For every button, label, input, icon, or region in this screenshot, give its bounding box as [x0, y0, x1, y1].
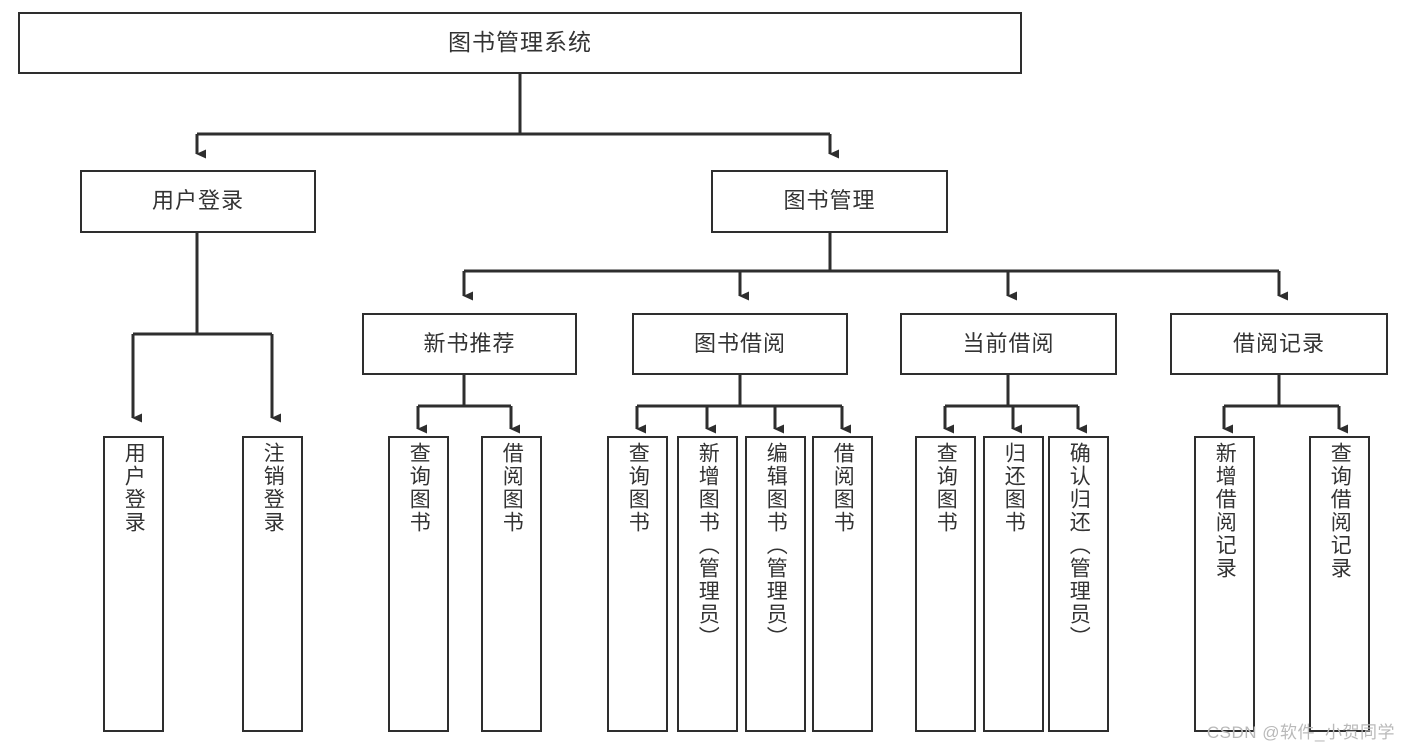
watermark-text: CSDN @软件_小贺同学: [1206, 723, 1395, 742]
node-label: 图书管理: [783, 188, 876, 214]
leaf-current-borrow-query-book[interactable]: 查询图书: [915, 436, 976, 732]
leaf-borrow-record-add-record[interactable]: 新增借阅记录: [1194, 436, 1255, 732]
node-label: 用户登录: [151, 188, 244, 214]
node-label: 用户登录: [122, 442, 146, 534]
leaf-book-borrow-query-book[interactable]: 查询图书: [607, 436, 668, 732]
leaf-current-borrow-return-book[interactable]: 归还图书: [983, 436, 1044, 732]
node-root-book-management-system[interactable]: 图书管理系统: [18, 12, 1022, 74]
leaf-user-login-login[interactable]: 用户登录: [103, 436, 164, 732]
node-label: 借阅图书: [500, 442, 524, 534]
node-label: 查询图书: [626, 442, 650, 534]
node-label: 图书管理系统: [448, 29, 592, 56]
node-label: 注销登录: [261, 442, 285, 534]
node-new-book-recommend[interactable]: 新书推荐: [362, 313, 577, 375]
node-current-borrow[interactable]: 当前借阅: [900, 313, 1117, 375]
node-book-borrow[interactable]: 图书借阅: [632, 313, 848, 375]
leaf-book-borrow-edit-book-admin[interactable]: 编辑图书（管理员）: [745, 436, 806, 732]
node-label: 查询图书: [407, 442, 431, 534]
node-label: 新增借阅记录: [1213, 442, 1237, 580]
node-label: 确认归还（管理员）: [1067, 442, 1091, 649]
node-label: 归还图书: [1002, 442, 1026, 534]
node-label: 查询借阅记录: [1328, 442, 1352, 580]
leaf-book-borrow-add-book-admin[interactable]: 新增图书（管理员）: [677, 436, 738, 732]
node-label: 新增图书（管理员）: [696, 442, 720, 649]
node-label: 编辑图书（管理员）: [764, 442, 788, 649]
leaf-borrow-record-query-record[interactable]: 查询借阅记录: [1309, 436, 1370, 732]
leaf-current-borrow-confirm-return-admin[interactable]: 确认归还（管理员）: [1048, 436, 1109, 732]
node-label: 新书推荐: [423, 330, 516, 356]
node-label: 当前借阅: [962, 330, 1055, 356]
node-label: 借阅记录: [1232, 330, 1325, 356]
leaf-new-book-borrow-book[interactable]: 借阅图书: [481, 436, 542, 732]
node-book-management[interactable]: 图书管理: [711, 170, 948, 233]
leaf-user-login-logout[interactable]: 注销登录: [242, 436, 303, 732]
node-borrow-record[interactable]: 借阅记录: [1170, 313, 1388, 375]
node-user-login[interactable]: 用户登录: [80, 170, 316, 233]
leaf-book-borrow-borrow-book[interactable]: 借阅图书: [812, 436, 873, 732]
node-label: 图书借阅: [693, 330, 786, 356]
node-label: 借阅图书: [831, 442, 855, 534]
leaf-new-book-query-book[interactable]: 查询图书: [388, 436, 449, 732]
node-label: 查询图书: [934, 442, 958, 534]
